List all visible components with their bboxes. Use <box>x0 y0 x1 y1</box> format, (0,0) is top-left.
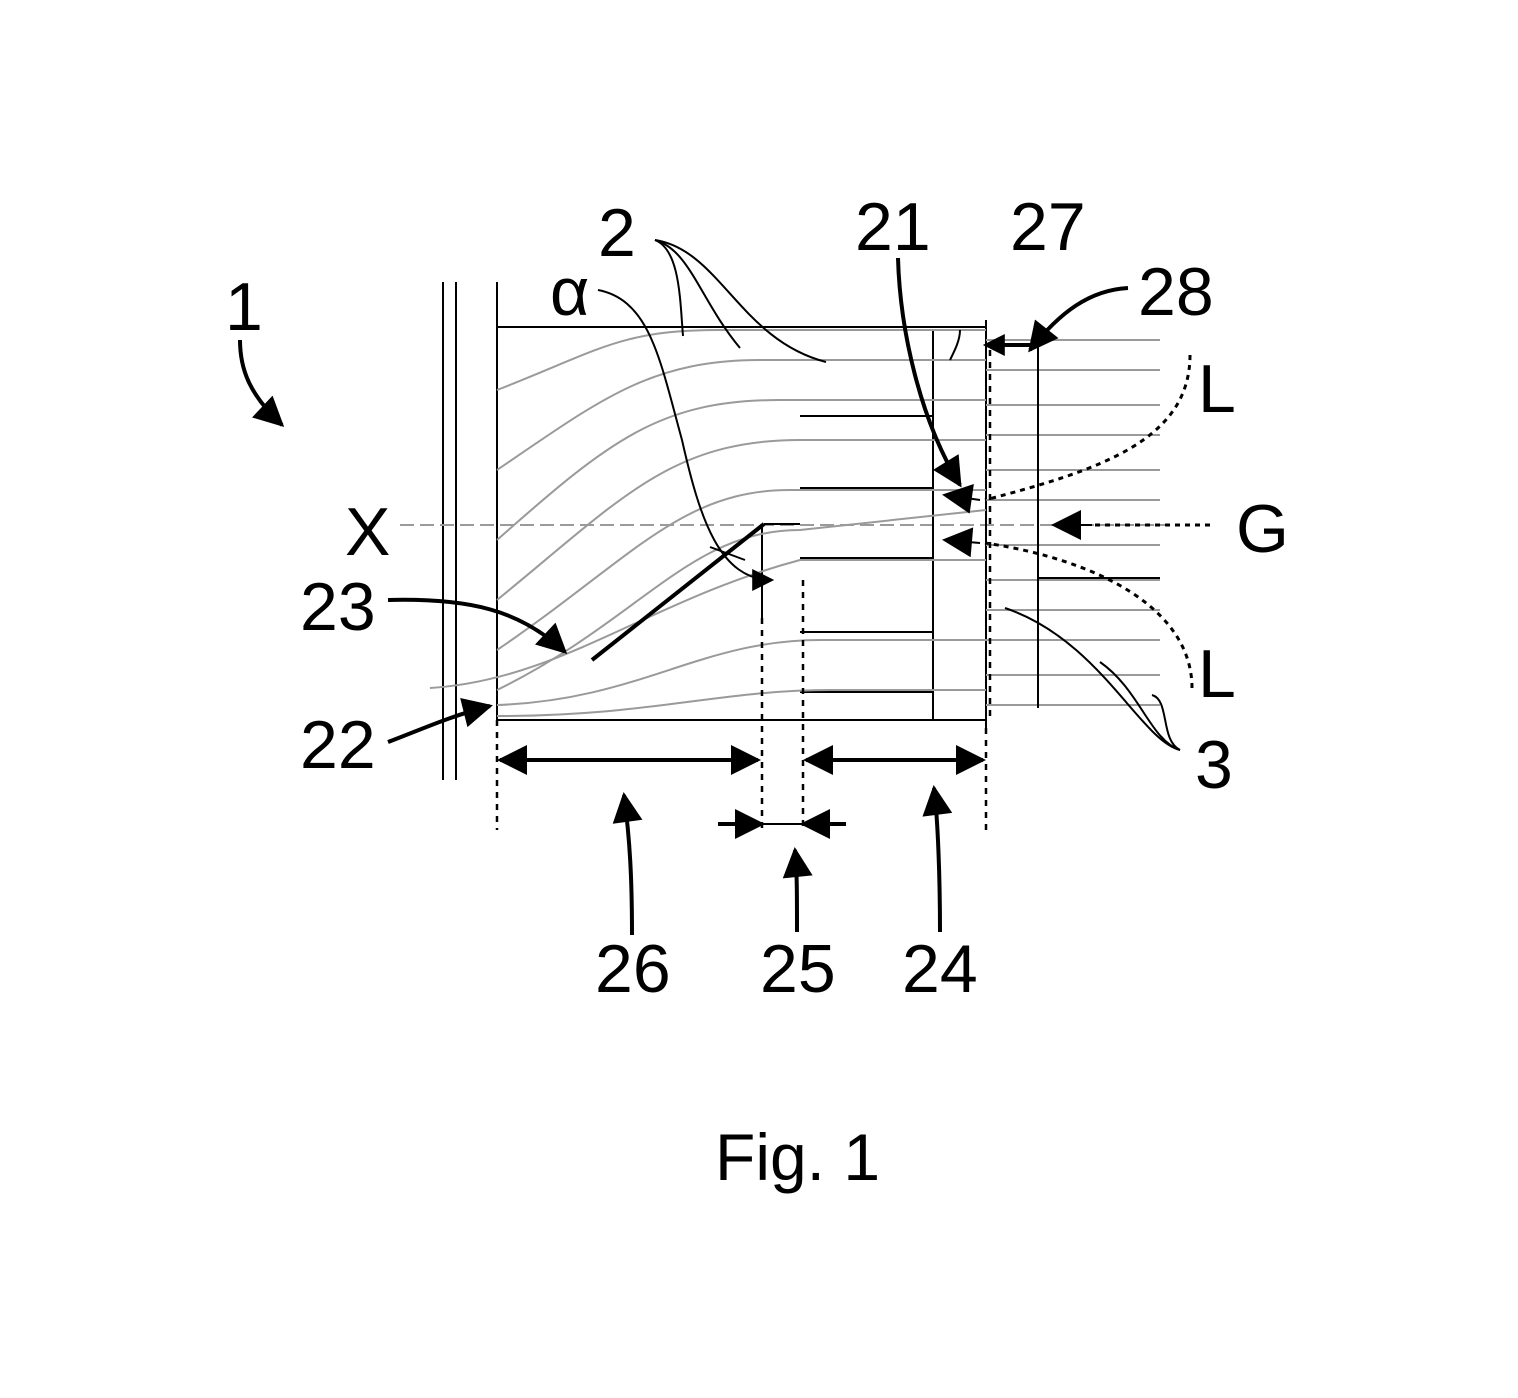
separator-blade <box>590 522 766 662</box>
label-G: G <box>1236 491 1289 567</box>
guide-body <box>497 320 987 728</box>
incoming-strands <box>429 329 987 717</box>
label-n24: 24 <box>902 931 978 1007</box>
label-n28: 28 <box>1138 254 1214 330</box>
label-L-bottom: L <box>1198 636 1236 712</box>
figure-caption: Fig. 1 <box>715 1120 880 1194</box>
label-device: 1 <box>225 269 263 345</box>
reference-dashes <box>495 350 992 830</box>
label-axis-x: X <box>345 494 390 570</box>
labels: 1 2 α 21 27 28 L X G 23 L 22 3 26 25 24 … <box>225 189 1289 1194</box>
label-n27: 27 <box>1010 189 1086 265</box>
label-n25: 25 <box>760 931 836 1007</box>
label-n22: 22 <box>300 707 376 783</box>
leader-lines <box>238 239 1210 936</box>
label-strands-out: 3 <box>1195 727 1233 803</box>
outgoing-strands <box>986 339 1160 706</box>
label-n23: 23 <box>300 569 376 645</box>
label-n21: 21 <box>855 189 931 265</box>
left-frame <box>442 282 498 780</box>
label-n26: 26 <box>595 931 671 1007</box>
label-strands-in: 2 <box>598 195 636 271</box>
label-L-top: L <box>1198 351 1236 427</box>
label-alpha: α <box>550 254 589 330</box>
